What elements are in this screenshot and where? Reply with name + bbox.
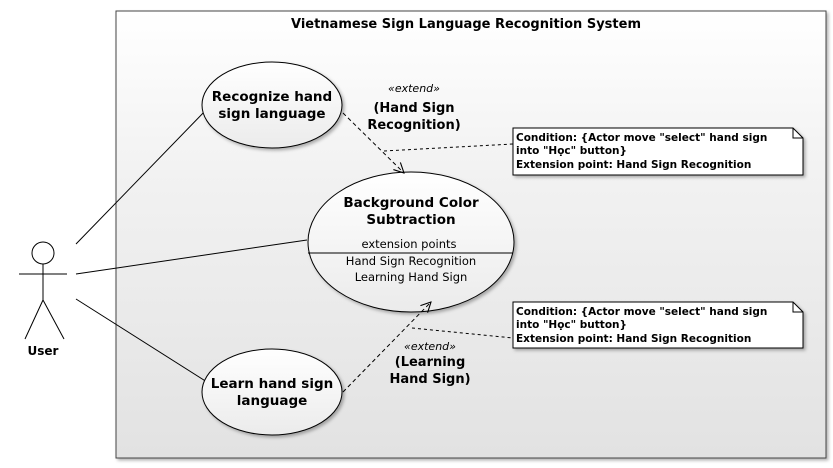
note-bottom-line2: into "Học" button} (516, 319, 627, 331)
note-bottom-line3: Extension point: Hand Sign Recognition (516, 333, 751, 345)
actor-head (31, 241, 55, 265)
usecase-label-line2: Subtraction (366, 212, 455, 228)
system-title: Vietnamese Sign Language Recognition Sys… (291, 17, 641, 32)
usecase-recognize-hand-sign-language[interactable]: Recognize hand sign language (201, 61, 343, 149)
note-fold-icon (792, 302, 803, 313)
extend-label-bottom-line1: (Learning (395, 355, 466, 370)
extension-point-1: Hand Sign Recognition (346, 254, 476, 268)
usecase-label-line2: language (237, 393, 308, 409)
note-top-line1: Condition: {Actor move "select" hand sig… (516, 132, 767, 144)
extend-stereotype-top: «extend» (388, 82, 440, 95)
note-condition-bottom[interactable]: Condition: {Actor move "select" hand sig… (512, 301, 804, 349)
usecase-label-line1: Background Color (343, 195, 479, 211)
note-top-line2: into "Học" button} (516, 145, 627, 157)
extend-label-top-line2: Recognition) (367, 118, 460, 133)
usecase-label-line1: Recognize hand (212, 89, 332, 105)
usecase-label-line2: sign language (218, 106, 325, 122)
association-background (75, 239, 308, 275)
extend-label-top-line1: (Hand Sign (373, 101, 454, 116)
extend-relationship-top[interactable]: «extend» (Hand Sign Recognition) (342, 82, 461, 173)
note-connector-bottom (411, 327, 514, 339)
usecase-label-line1: Learn hand sign (211, 376, 333, 392)
extension-points-header: extension points (361, 237, 456, 251)
extension-point-2: Learning Hand Sign (355, 270, 468, 284)
note-fold-icon (792, 128, 803, 139)
extend-label-bottom-line2: Hand Sign) (389, 372, 470, 387)
actor-left-leg (24, 299, 44, 340)
extend-relationship-bottom[interactable]: «extend» (Learning Hand Sign) (342, 302, 471, 393)
usecase-learn-hand-sign-language[interactable]: Learn hand sign language (201, 348, 343, 436)
note-bottom-line1: Condition: {Actor move "select" hand sig… (516, 306, 767, 318)
note-condition-top[interactable]: Condition: {Actor move "select" hand sig… (512, 127, 804, 176)
actor-user[interactable]: User (19, 241, 67, 358)
association-recognize (75, 108, 208, 245)
association-learn (75, 298, 208, 383)
extend-stereotype-bottom: «extend» (404, 340, 456, 353)
extend-arrow-top (342, 112, 404, 173)
actor-right-leg (42, 299, 65, 340)
actor-label: User (28, 344, 59, 358)
usecase-background-color-subtraction[interactable]: Background Color Subtraction extension p… (307, 171, 515, 313)
note-top-line3: Extension point: Hand Sign Recognition (516, 159, 751, 171)
